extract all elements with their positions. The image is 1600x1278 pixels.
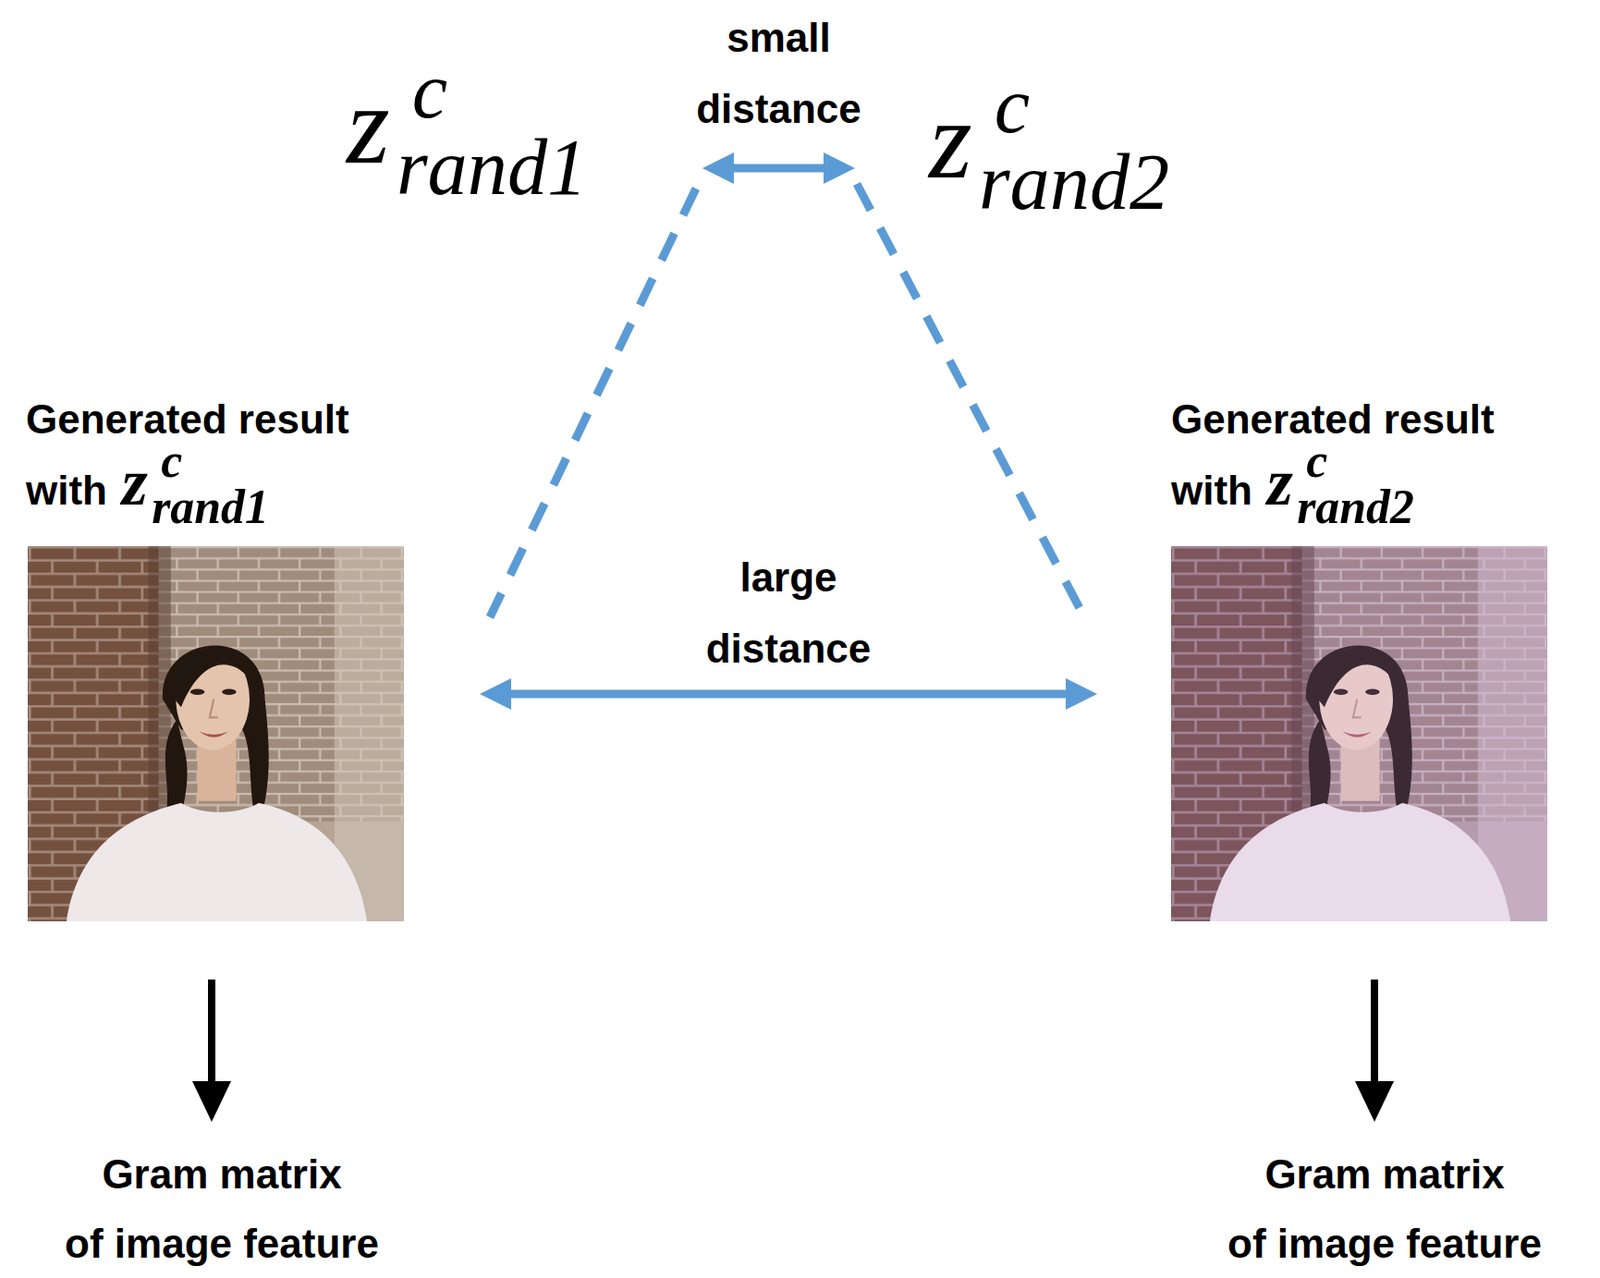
connector-line [727, 164, 831, 173]
math-symbol: zcrand1 [122, 437, 275, 532]
connector-line [1370, 979, 1379, 1090]
arrow-head [702, 152, 734, 184]
math-superscript: c [994, 65, 1030, 146]
math-subscript: rand2 [1296, 483, 1415, 532]
math-variable: z [122, 449, 148, 516]
result-heading: Generated result withzcrand1 [25, 383, 424, 526]
wrap-spacer [1209, 1139, 1260, 1210]
hair-fringe [172, 647, 256, 709]
photo-ground [27, 546, 404, 922]
math-symbol: zcrand2 [928, 65, 1179, 223]
distance-arrow [702, 152, 855, 184]
white-top [66, 803, 367, 922]
nose [209, 698, 219, 718]
generated-photo [27, 546, 404, 922]
math-superscript: c [412, 50, 448, 131]
caption-text: Gram matrix of image feature [64, 1151, 379, 1267]
result-panel: Generated result withzcrand1 [25, 383, 424, 922]
connector-line [207, 979, 216, 1090]
edge-label: small distance [676, 1, 880, 145]
math-symbol: zcrand2 [1267, 437, 1420, 532]
latent-code: zcrand2 [928, 65, 1179, 223]
eye [190, 688, 205, 696]
caption-text: Gram matrix of image feature [1227, 1151, 1542, 1267]
math-superscript: c [160, 437, 183, 486]
math-subscript: rand1 [396, 127, 587, 208]
gram-caption: Gram matrix of image feature [1209, 1139, 1561, 1278]
arrow-head [192, 1081, 232, 1123]
math-symbol: zcrand1 [346, 50, 597, 208]
connector-line [856, 183, 1082, 612]
mouth [199, 732, 229, 738]
wrap-spacer [1509, 1139, 1561, 1210]
distance-arrow [479, 678, 1098, 710]
edge-label: large distance [686, 541, 891, 684]
wrap-spacer [46, 1139, 98, 1210]
generated-photo [1171, 546, 1548, 922]
dashed-link [856, 183, 1082, 612]
math-subscript: rand1 [151, 483, 269, 532]
dashed-link [489, 188, 697, 618]
gram-caption: Gram matrix of image feature [46, 1139, 398, 1278]
photo-ground [1171, 546, 1548, 922]
latent-code: zcrand1 [346, 50, 597, 208]
arrow-head [1065, 678, 1098, 710]
math-superscript: c [1306, 437, 1328, 486]
math-variable: z [346, 70, 391, 182]
result-panel: Generated result withzcrand2 [1171, 383, 1569, 922]
math-variable: z [928, 85, 973, 196]
connector-line [489, 188, 697, 618]
result-heading: Generated result withzcrand2 [1171, 383, 1569, 526]
math-variable: z [1267, 449, 1294, 516]
caption-block: Gram matrix of image feature [1209, 1139, 1561, 1278]
arrow-head [823, 152, 855, 184]
connector-line [504, 690, 1073, 699]
arrow-head [479, 678, 512, 710]
flow-arrow [1355, 979, 1394, 1123]
wrap-spacer [346, 1139, 398, 1210]
eye [221, 688, 236, 696]
caption-block: Gram matrix of image feature [46, 1139, 398, 1278]
arrow-head [1355, 1081, 1394, 1123]
flow-arrow [192, 979, 232, 1123]
math-subscript: rand2 [978, 142, 1170, 222]
color-tint [1171, 546, 1548, 922]
